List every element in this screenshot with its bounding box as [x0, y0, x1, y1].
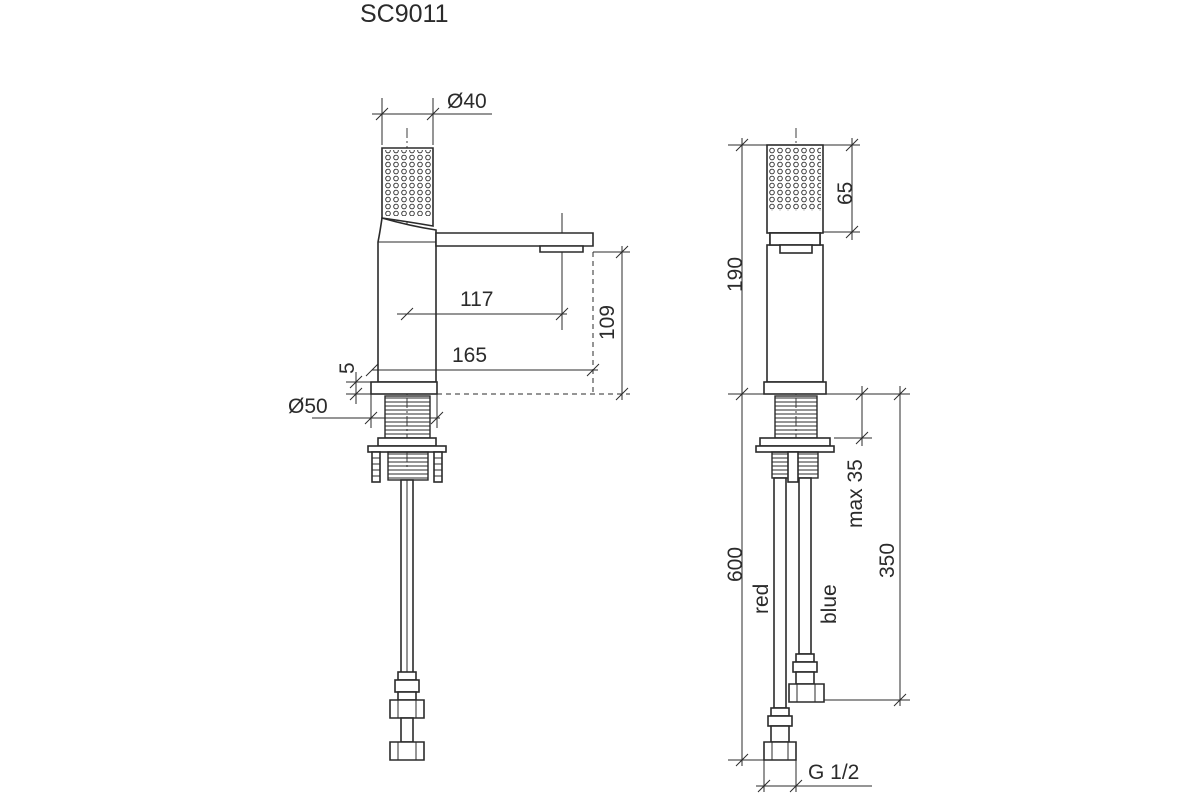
svg-text:109: 109 — [596, 305, 619, 340]
side-shank — [774, 395, 818, 439]
front-shank — [384, 395, 431, 439]
dim-spout-height: 109 — [596, 245, 629, 401]
side-flange — [763, 381, 827, 395]
svg-text:165: 165 — [452, 344, 487, 367]
side-hose-red — [763, 477, 797, 761]
dim-hose-length: 600 — [724, 394, 764, 767]
svg-text:350: 350 — [876, 543, 899, 578]
svg-text:Ø50: Ø50 — [288, 395, 328, 418]
dim-tail-length: 350 — [824, 386, 910, 707]
dim-thread: G 1/2 — [756, 760, 872, 793]
front-washer — [377, 437, 437, 447]
side-view: 65 190 600 red blue max 35 — [724, 128, 910, 793]
svg-text:600: 600 — [724, 547, 747, 582]
svg-text:190: 190 — [724, 257, 747, 292]
dim-reach-165: 165 — [365, 344, 600, 377]
dim-body-height: 190 — [724, 138, 767, 401]
front-handle — [381, 147, 434, 227]
svg-text:65: 65 — [834, 182, 857, 205]
front-hose — [389, 479, 425, 761]
front-spout — [435, 232, 594, 247]
front-aerator — [539, 245, 584, 253]
dim-reach-117: 117 — [397, 252, 569, 330]
front-stud-left — [371, 451, 381, 483]
svg-text:Ø40: Ø40 — [447, 90, 487, 113]
hose-blue-label: blue — [818, 584, 841, 624]
svg-text:G 1/2: G 1/2 — [808, 761, 859, 784]
drawing-title: SC9011 — [360, 0, 449, 28]
side-hose-blue — [788, 477, 825, 703]
front-nut — [387, 451, 429, 481]
dim-base-diameter: Ø50 — [288, 394, 444, 428]
front-body — [377, 216, 437, 383]
front-stud-right — [433, 451, 443, 483]
svg-text:117: 117 — [460, 288, 493, 311]
dim-flange-height: 5 — [336, 362, 371, 404]
svg-text:5: 5 — [336, 362, 359, 374]
front-view: Ø40 117 165 109 — [288, 90, 630, 761]
side-body — [766, 244, 824, 383]
side-handle — [766, 144, 824, 234]
dim-handle-height: 65 — [823, 138, 860, 240]
dim-spout-diameter: Ø40 — [372, 90, 492, 145]
front-flange — [370, 381, 438, 395]
hose-red-label: red — [750, 584, 773, 614]
dim-max-deck: max 35 — [826, 386, 872, 528]
svg-text:max 35: max 35 — [844, 459, 867, 528]
